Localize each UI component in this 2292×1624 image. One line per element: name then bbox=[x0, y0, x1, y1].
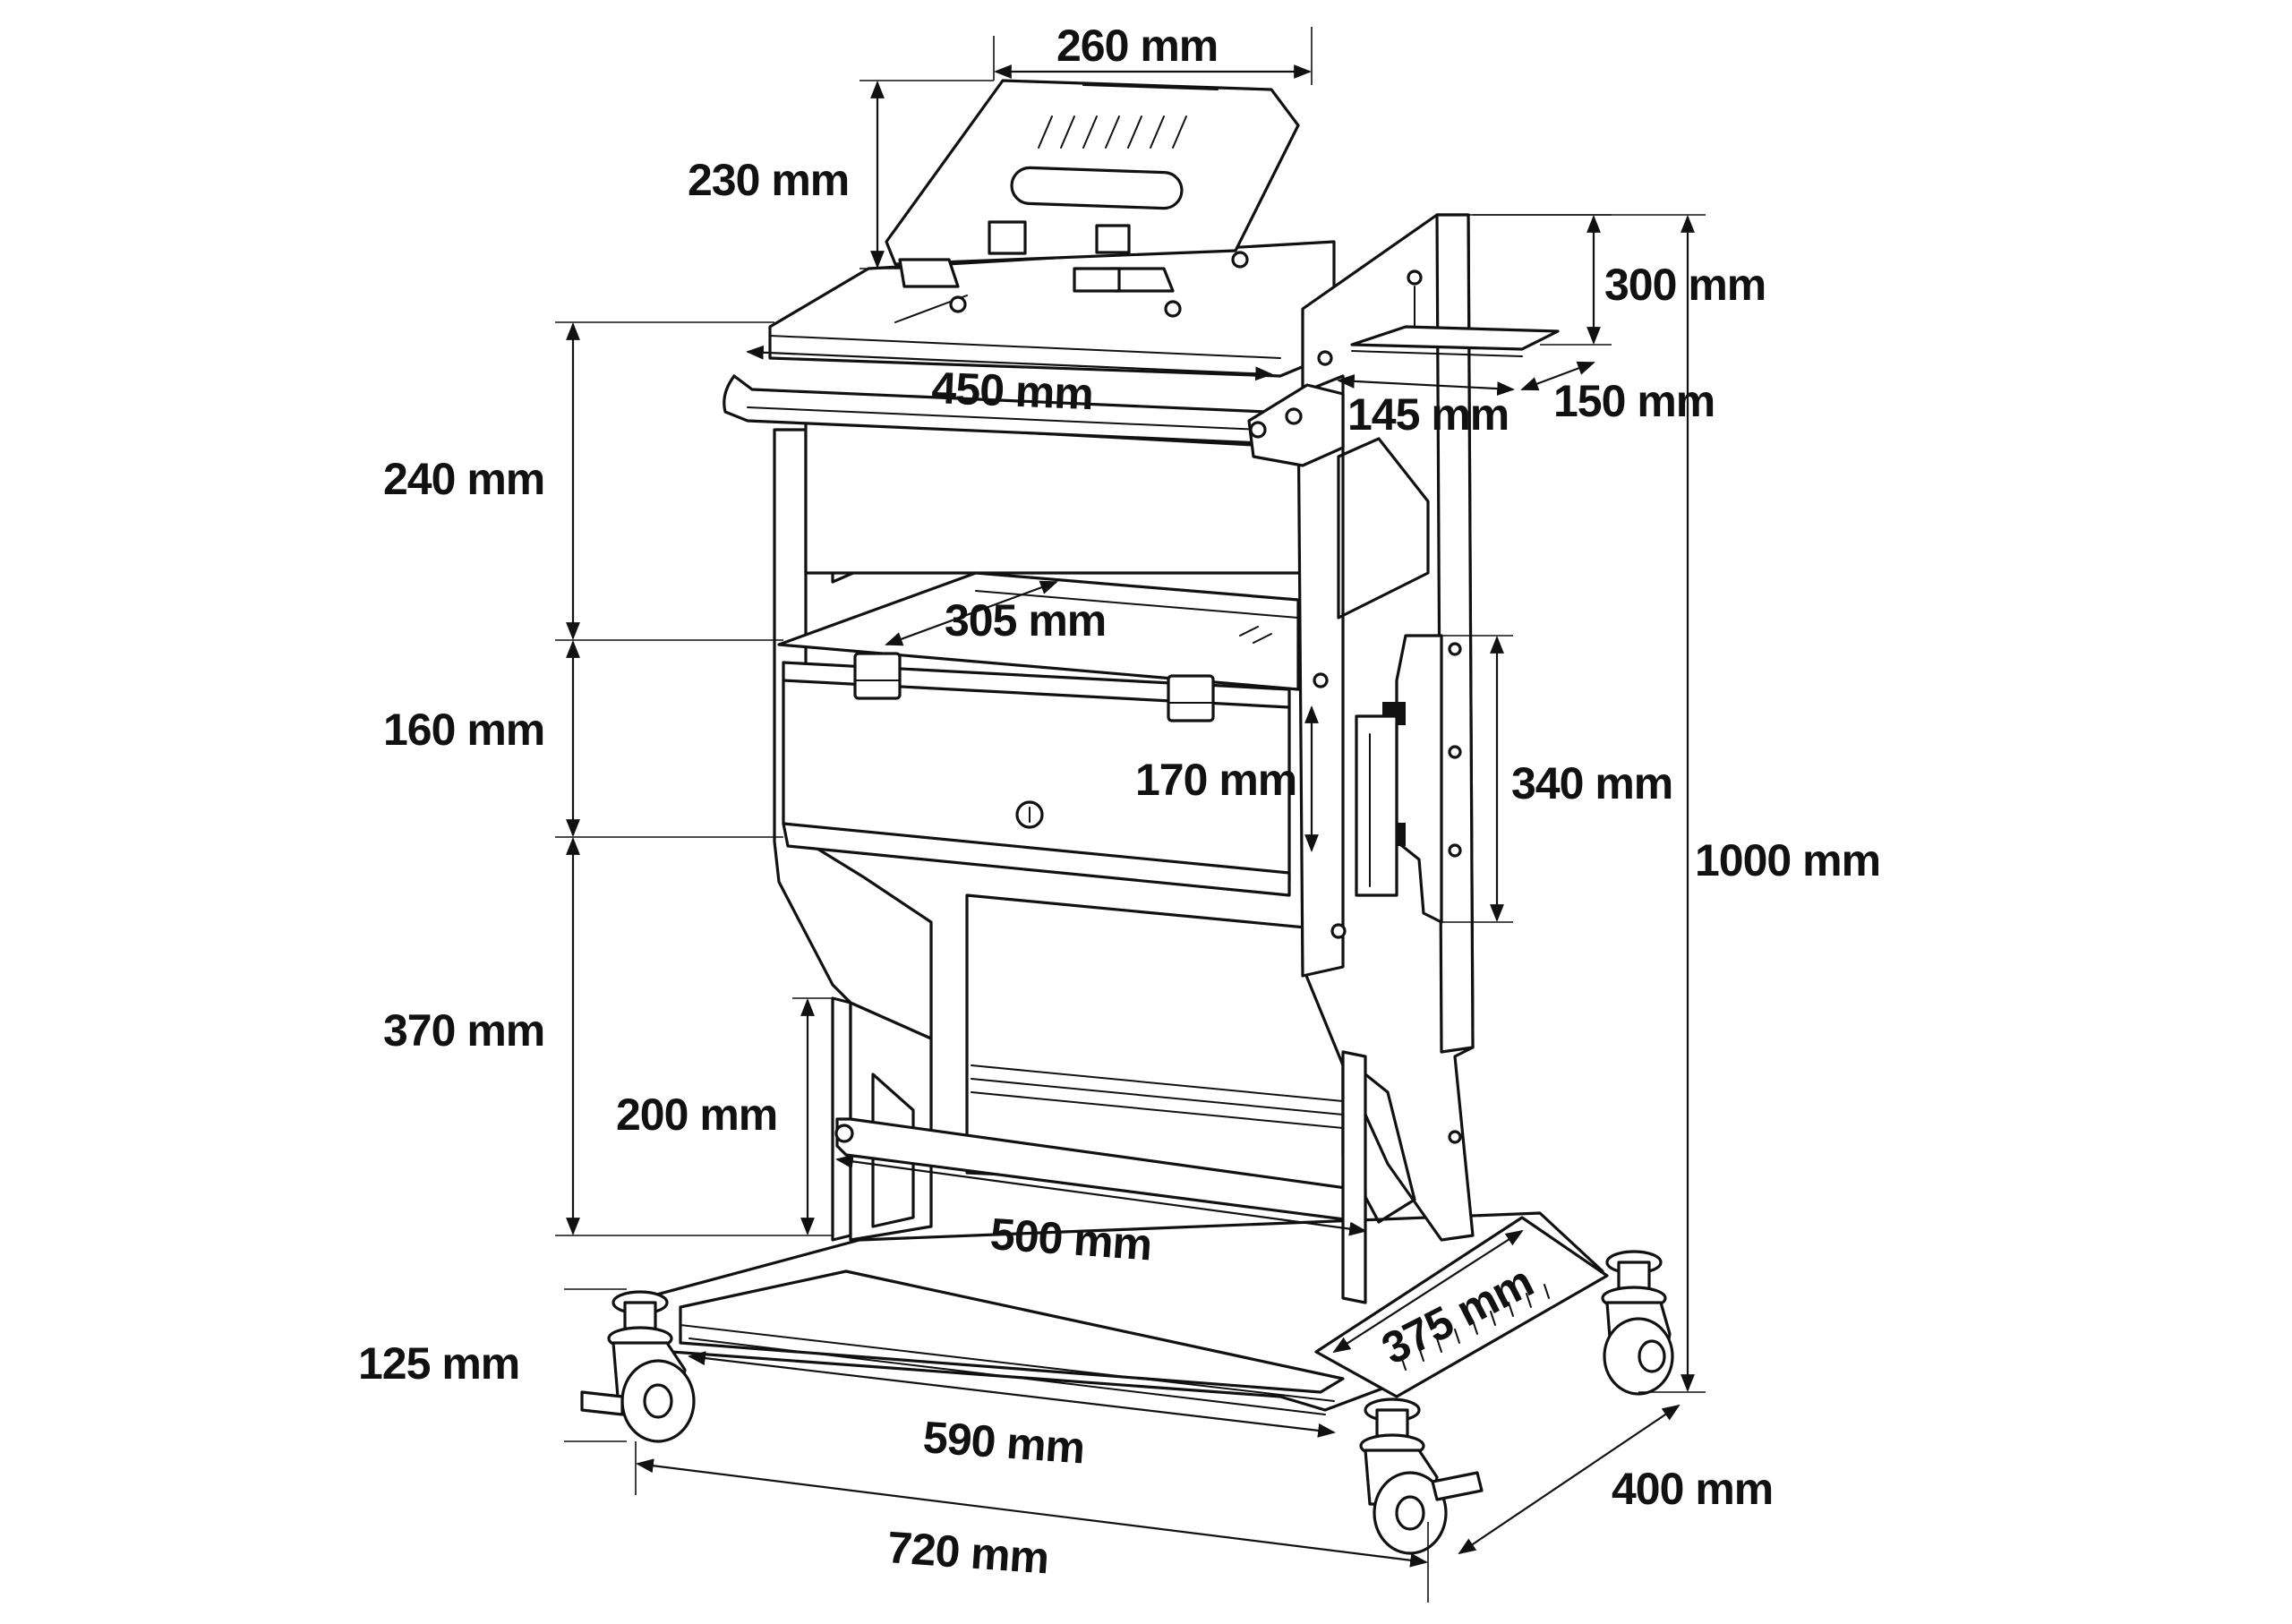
caster-front-right bbox=[1359, 1397, 1484, 1555]
label-upper-section-height: 240 mm bbox=[383, 454, 544, 504]
label-laptop-tray-depth: 230 mm bbox=[688, 155, 849, 205]
label-caster-height: 125 mm bbox=[358, 1338, 519, 1389]
label-laptop-tray-width: 260 mm bbox=[1056, 21, 1218, 71]
cart-illustration bbox=[580, 79, 1674, 1555]
side-bracket bbox=[1355, 634, 1443, 924]
top-corner-bracket bbox=[1247, 383, 1345, 467]
label-drawer-height: 160 mm bbox=[383, 705, 544, 755]
caster-back-right bbox=[1601, 1250, 1674, 1396]
laptop-tray bbox=[885, 79, 1300, 293]
dimension-labels: 260 mm 230 mm 450 mm 300 mm 145 mm 150 m… bbox=[358, 21, 1881, 1584]
label-top-width: 450 mm bbox=[931, 363, 1094, 419]
caster-front-left bbox=[580, 1290, 696, 1443]
label-side-bracket-height: 340 mm bbox=[1511, 758, 1672, 808]
label-lower-section-height: 370 mm bbox=[383, 1005, 544, 1056]
label-crossbar-width: 500 mm bbox=[988, 1209, 1153, 1269]
label-side-shelf-depth: 145 mm bbox=[1347, 389, 1509, 440]
label-base-depth: 400 mm bbox=[1612, 1464, 1773, 1514]
label-side-shelf-width: 150 mm bbox=[1553, 376, 1715, 426]
label-base-inner-width: 590 mm bbox=[921, 1412, 1086, 1473]
label-base-width: 720 mm bbox=[885, 1522, 1050, 1583]
dimension-lines bbox=[555, 27, 1706, 1603]
label-drawer-width: 305 mm bbox=[945, 595, 1106, 645]
side-shelf bbox=[1350, 286, 1560, 357]
center-body bbox=[777, 419, 1304, 897]
label-inner-bracket-height: 170 mm bbox=[1135, 755, 1296, 805]
label-side-shelf-height: 300 mm bbox=[1604, 260, 1766, 310]
label-lower-frame-height: 200 mm bbox=[616, 1090, 777, 1140]
laptop-tray-vents bbox=[1038, 115, 1187, 149]
label-total-height: 1000 mm bbox=[1695, 835, 1880, 885]
